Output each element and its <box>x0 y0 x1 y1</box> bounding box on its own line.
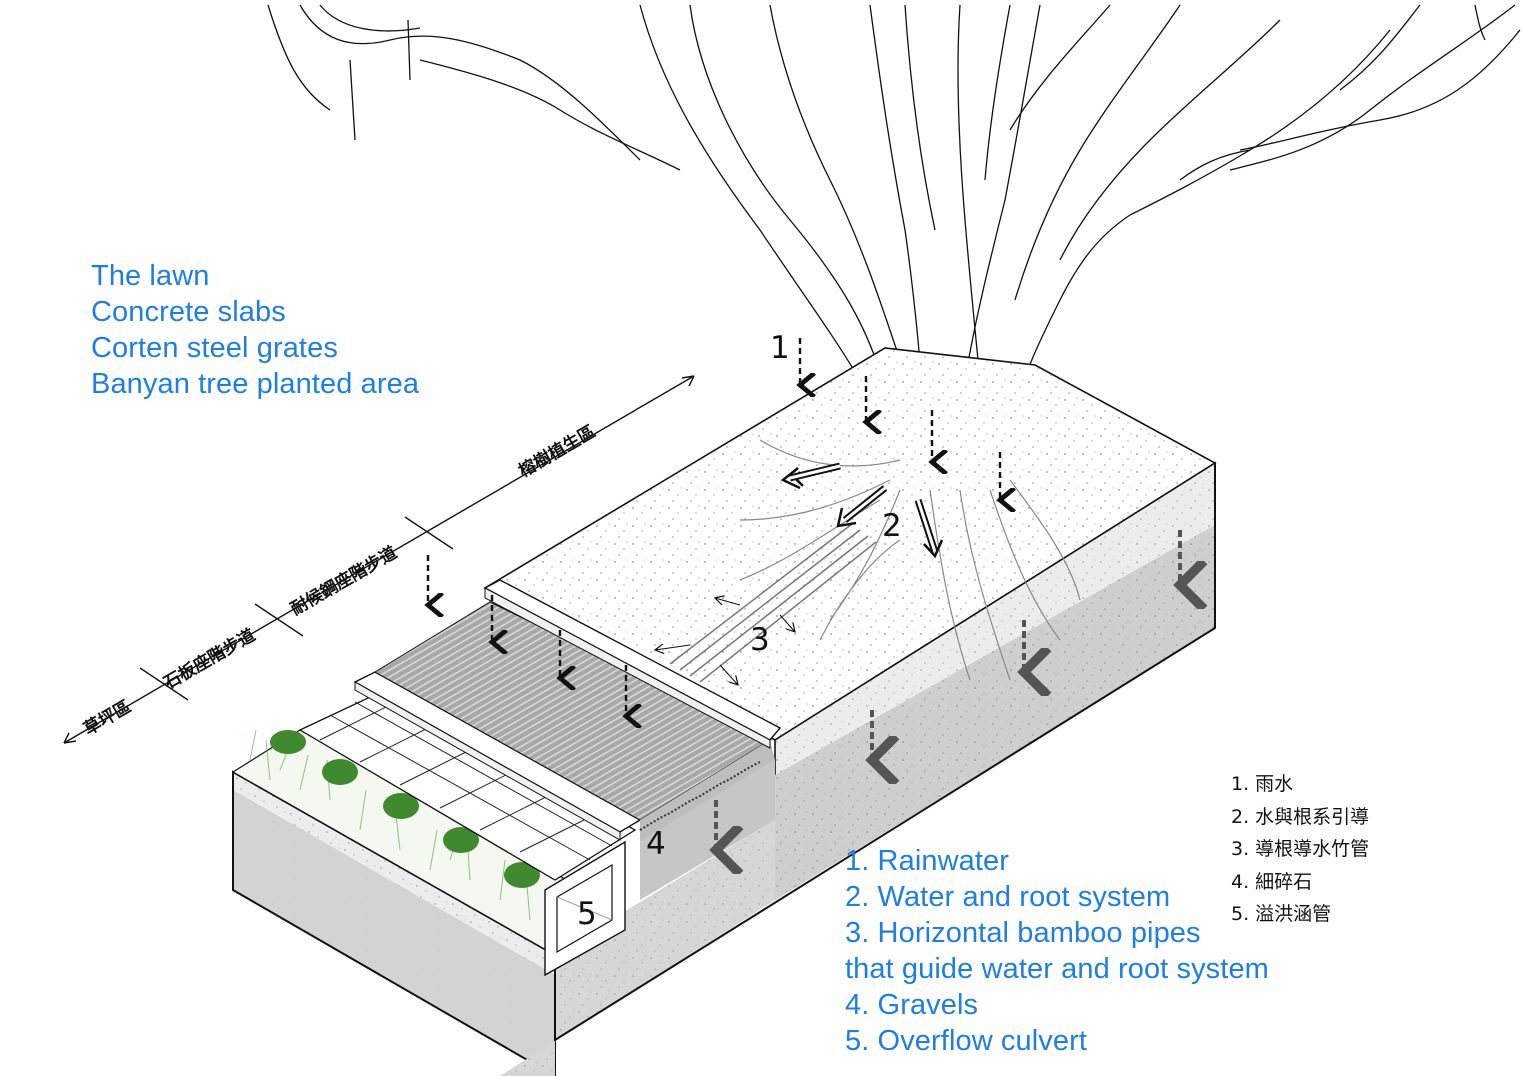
items-legend-zh-line: 2. 水與根系引導 <box>1231 805 1370 828</box>
lawn-area <box>231 729 622 956</box>
root-guide-arrows <box>780 462 944 559</box>
items-legend-zh-line: 5. 溢洪涵管 <box>1231 903 1332 925</box>
items-legend-line: that guide water and root system <box>845 953 1269 985</box>
items-legend-line: 4. Gravels <box>845 989 979 1021</box>
items-legend-zh-line: 4. 細碎石 <box>1231 870 1313 893</box>
rainwater-arrows <box>428 338 1000 716</box>
soil-block <box>232 347 1217 1076</box>
items-legend-zh-line: 1. 雨水 <box>1231 773 1294 795</box>
overflow-culvert <box>544 840 626 977</box>
items-legend-zh-line: 3. 導根導水竹管 <box>1231 838 1370 860</box>
zones-legend-item: The lawn <box>91 260 210 292</box>
items-legend-line: 3. Horizontal bamboo pipes <box>845 917 1201 949</box>
items-legend-english: 1. Rainwater 2. Water and root system 3.… <box>845 843 1269 1059</box>
items-legend-line: 2. Water and root system <box>845 881 1171 913</box>
marker-4-gravels: 4 <box>646 826 666 862</box>
zones-legend: The lawn Concrete slabs Corten steel gra… <box>91 258 419 402</box>
zone-dimension-line <box>63 375 695 744</box>
zones-legend-item: Banyan tree planted area <box>91 368 420 400</box>
bamboo-pipes <box>669 523 877 683</box>
marker-3-bamboo-pipes: 3 <box>750 622 770 658</box>
zones-legend-item: Corten steel grates <box>91 332 338 364</box>
concrete-slabs <box>298 671 642 881</box>
marker-2-water-root: 2 <box>882 508 902 544</box>
items-legend-line: 1. Rainwater <box>845 845 1009 877</box>
items-legend-line: 5. Overflow culvert <box>845 1025 1088 1057</box>
marker-1-rainwater: 1 <box>770 330 790 366</box>
pipe-outflow-arrows <box>655 598 795 685</box>
infiltration-arrows <box>716 530 1180 850</box>
marker-5-culvert: 5 <box>577 896 597 932</box>
grass-tufts <box>270 730 540 888</box>
zones-legend-item: Concrete slabs <box>91 296 286 328</box>
corten-steel-grates <box>374 579 782 900</box>
items-legend-chinese: 1. 雨水 2. 水與根系引導 3. 導根導水竹管 4. 細碎石 5. 溢洪涵管 <box>1231 768 1369 931</box>
